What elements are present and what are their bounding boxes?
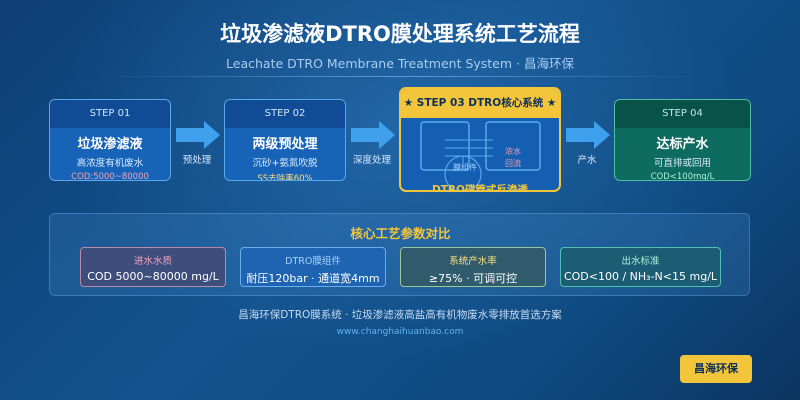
arrow-3-label: 产水	[577, 155, 597, 166]
membrane-module-label: 膜组件	[453, 162, 477, 172]
param-value: 耐压120bar · 通道宽4mm	[246, 272, 380, 285]
footer-text: 昌海环保DTRO膜系统 · 垃圾渗滤液高盐高有机物废水零排放首选方案	[238, 309, 562, 321]
step-02-name: 两级预处理	[252, 137, 318, 152]
step-04-name: 达标产水	[656, 137, 709, 152]
params-title: 核心工艺参数对比	[350, 226, 451, 241]
concentrate-tank-icon	[485, 121, 541, 171]
page-title: 垃圾渗滤液DTRO膜处理系统工艺流程	[220, 22, 580, 46]
param-card-inlet: 进水水质 COD 5000~80000 mg/L	[80, 247, 226, 287]
step-02-note: SS去除率60%	[257, 174, 313, 181]
param-card-effluent: 出水标准 COD<100 / NH₃-N<15 mg/L	[560, 247, 721, 287]
step-01-name: 垃圾渗滤液	[77, 137, 143, 152]
step-04-tag: STEP 04	[615, 100, 750, 128]
step-02-card: STEP 02 两级预处理 沉砂+氨氮吹脱 SS去除率60%	[224, 99, 346, 181]
arrow-right-icon	[176, 121, 220, 149]
param-label: DTRO膜组件	[285, 256, 341, 267]
arrow-1-label: 预处理	[182, 155, 212, 166]
concentrate-label-line2: 回流	[505, 158, 521, 168]
param-label: 系统产水率	[449, 256, 497, 267]
footer-url[interactable]: www.changhaihuanbao.com	[336, 327, 464, 337]
membrane-module-icon: 膜组件 浓水 回流	[420, 121, 541, 190]
param-label: 出水标准	[621, 256, 660, 267]
step-04-card: STEP 04 达标产水 可直排或回用 COD<100mg/L	[614, 99, 751, 181]
params-panel: 核心工艺参数对比 进水水质 COD 5000~80000 mg/L DTRO膜组…	[49, 213, 750, 296]
step-02-tag: STEP 02	[225, 100, 345, 128]
step-04-desc: 可直排或回用	[653, 158, 711, 169]
param-card-recovery: 系统产水率 ≥75% · 可调可控	[400, 247, 546, 287]
param-value: COD<100 / NH₃-N<15 mg/L	[563, 270, 718, 283]
arrow-right-icon	[351, 121, 395, 149]
step-03-caption: DTRO碟管式反渗透	[432, 184, 528, 192]
page-subtitle: Leachate DTRO Membrane Treatment System …	[226, 56, 574, 71]
step-01-tag: STEP 01	[50, 100, 170, 128]
step-03-tag: ★ STEP 03 DTRO核心系统 ★	[401, 89, 559, 118]
step-01-desc: 高浓度有机废水	[76, 158, 144, 169]
brand-badge: 昌海环保	[680, 355, 752, 383]
arrow-right-icon	[566, 121, 610, 149]
param-value: ≥75% · 可调可控	[428, 272, 518, 285]
concentrate-label-line1: 浓水	[505, 146, 521, 156]
step-01-note: COD:5000~80000	[71, 172, 149, 181]
arrow-2-label: 深度处理	[352, 155, 391, 166]
step-03-core-card: ★ STEP 03 DTRO核心系统 ★ 膜组件 浓水 回流 DTRO碟管式反渗…	[399, 87, 561, 192]
step-02-desc: 沉砂+氨氮吹脱	[252, 158, 318, 169]
title-divider	[100, 76, 700, 77]
step-04-note: COD<100mg/L	[650, 172, 715, 181]
param-label: 进水水质	[133, 256, 172, 267]
param-card-membrane: DTRO膜组件 耐压120bar · 通道宽4mm	[240, 247, 386, 287]
step-01-card: STEP 01 垃圾渗滤液 高浓度有机废水 COD:5000~80000	[49, 99, 171, 181]
param-value: COD 5000~80000 mg/L	[87, 270, 219, 283]
